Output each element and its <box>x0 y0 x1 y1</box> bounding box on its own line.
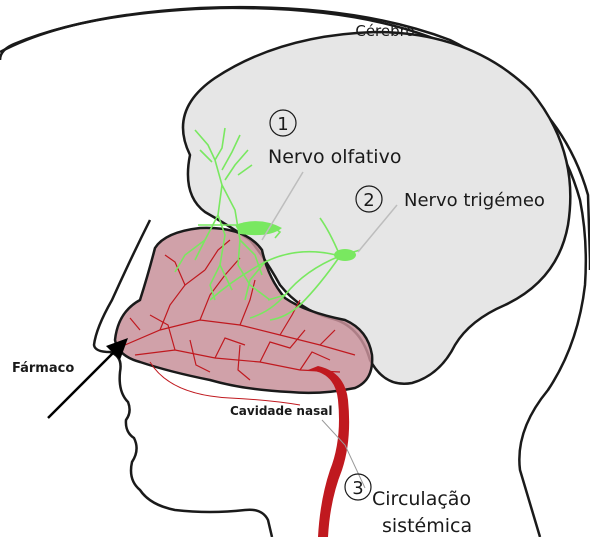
trigeminal-number: 2 <box>363 190 374 211</box>
nasal-cavity-label: Cavidade nasal <box>230 404 332 418</box>
systemic-label-line1: Circulação <box>372 488 471 510</box>
olfactory-nerve-label: Nervo olfativo <box>268 146 401 168</box>
trigeminal-nerve-label: Nervo trigémeo <box>404 190 545 211</box>
olfactory-number: 1 <box>277 114 288 135</box>
trigeminal-ganglion <box>334 249 356 261</box>
drug-arrow <box>48 348 118 418</box>
systemic-label-line2: sistémica <box>382 515 472 537</box>
brain-label: Cérebro <box>355 22 414 40</box>
drug-label: Fármaco <box>12 361 74 376</box>
systemic-number: 3 <box>352 478 363 499</box>
